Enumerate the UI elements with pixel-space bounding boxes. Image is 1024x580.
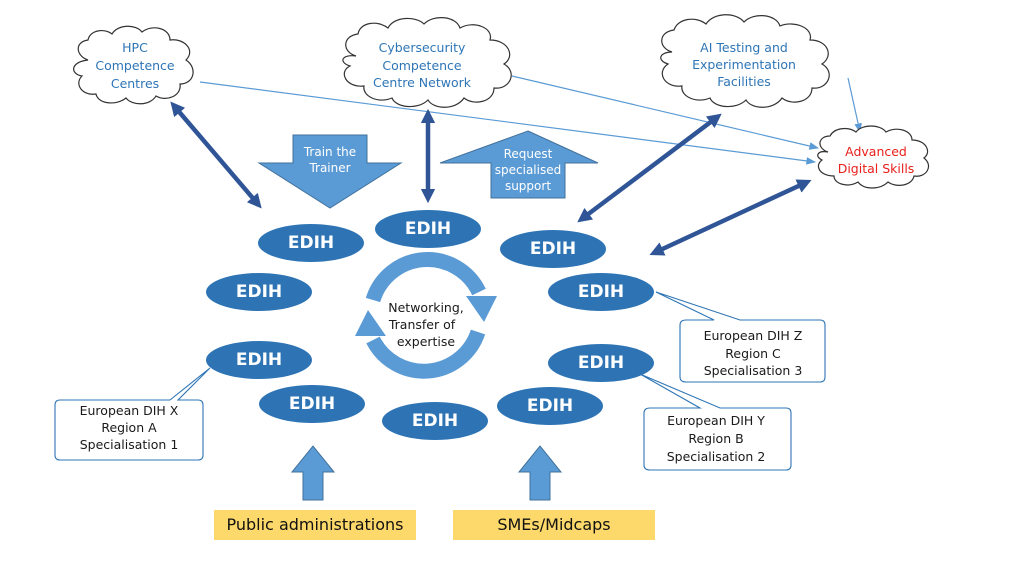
callout-y-line-2: Region B bbox=[688, 431, 743, 446]
callout-z-line-1: European DIH Z bbox=[704, 328, 803, 343]
edih-label: EDIH bbox=[530, 239, 576, 259]
edih-hub: EDIH bbox=[548, 344, 654, 382]
cloud-hpc-line-3: Centres bbox=[111, 76, 159, 91]
callout-z-line-3: Specialisation 3 bbox=[704, 363, 803, 378]
edih-label: EDIH bbox=[236, 350, 282, 370]
cycle-arrowhead-left bbox=[355, 310, 386, 336]
edih-label: EDIH bbox=[527, 396, 573, 416]
edih-hub: EDIH bbox=[375, 210, 481, 248]
callout-z: European DIH Z Region C Specialisation 3 bbox=[655, 291, 826, 383]
center-line-3: expertise bbox=[397, 334, 456, 349]
smes-up-arrow bbox=[517, 445, 563, 501]
center-line-2: Transfer of bbox=[388, 317, 456, 332]
edih-label: EDIH bbox=[405, 219, 451, 239]
edih-hub: EDIH bbox=[500, 230, 606, 268]
callout-x-line-2: Region A bbox=[101, 420, 157, 435]
edih-hub: EDIH bbox=[206, 341, 312, 379]
edih-label: EDIH bbox=[412, 411, 458, 431]
edih-hub: EDIH bbox=[259, 385, 365, 423]
edih-hubs: EDIH EDIH EDIH EDIH EDIH EDIH EDIH EDIH … bbox=[206, 210, 654, 440]
edih-label: EDIH bbox=[288, 233, 334, 253]
train-trainer-line-2: Trainer bbox=[308, 161, 350, 175]
cloud-skills-line-2: Digital Skills bbox=[838, 161, 915, 176]
cloud-ai: AI Testing and Experimentation Facilitie… bbox=[660, 14, 830, 108]
callout-y-line-1: European DIH Y bbox=[667, 413, 765, 428]
edih-label: EDIH bbox=[578, 282, 624, 302]
cloud-ai-line-2: Experimentation bbox=[692, 57, 796, 72]
public-up-arrow bbox=[290, 445, 336, 501]
callout-x-line-1: European DIH X bbox=[80, 403, 179, 418]
hpc-edih-double-arrow bbox=[170, 101, 262, 209]
edih-label: EDIH bbox=[236, 282, 282, 302]
cloud-ai-line-3: Facilities bbox=[717, 74, 771, 89]
train-trainer-arrow: Train the Trainer bbox=[257, 134, 403, 209]
smes-midcaps-label: SMEs/Midcaps bbox=[453, 510, 655, 540]
cycle-arrowhead-right bbox=[466, 296, 497, 322]
cloud-ai-line-1: AI Testing and bbox=[700, 40, 788, 55]
cloud-cyber-line-1: Cybersecurity bbox=[379, 40, 466, 55]
public-administrations-label: Public administrations bbox=[214, 510, 416, 540]
edih-label: EDIH bbox=[578, 353, 624, 373]
callout-x-line-3: Specialisation 1 bbox=[80, 437, 179, 452]
ai-to-skills-line bbox=[847, 77, 862, 133]
cloud-cyber-line-3: Centre Network bbox=[373, 75, 472, 90]
cloud-cyber: Cybersecurity Competence Centre Network bbox=[342, 17, 512, 108]
request-support-line-2: specialised bbox=[495, 163, 561, 177]
cloud-hpc-line-2: Competence bbox=[95, 58, 175, 73]
callout-z-line-2: Region C bbox=[725, 346, 781, 361]
cloud-skills: Advanced Digital Skills bbox=[817, 125, 929, 189]
edih-hub: EDIH bbox=[382, 402, 488, 440]
request-support-line-3: support bbox=[505, 179, 551, 193]
train-trainer-line-1: Train the bbox=[303, 145, 356, 159]
cloud-hpc-line-1: HPC bbox=[122, 40, 148, 55]
edih-hub: EDIH bbox=[258, 224, 364, 262]
callout-y-line-3: Specialisation 2 bbox=[667, 449, 766, 464]
edih-label: EDIH bbox=[289, 394, 335, 414]
skills-edih-double-arrow bbox=[649, 179, 812, 256]
callout-y: European DIH Y Region B Specialisation 2 bbox=[639, 373, 792, 471]
request-support-arrow: Request specialised support bbox=[439, 130, 599, 199]
edih-hub: EDIH bbox=[206, 273, 312, 311]
cyber-to-skills-line bbox=[511, 75, 819, 150]
double-arrows bbox=[170, 101, 812, 256]
edih-hub: EDIH bbox=[548, 273, 654, 311]
cloud-hpc: HPC Competence Centres bbox=[73, 25, 194, 105]
request-support-line-1: Request bbox=[504, 147, 553, 161]
center-line-1: Networking, bbox=[388, 300, 464, 315]
cloud-skills-line-1: Advanced bbox=[845, 144, 907, 159]
cloud-cyber-line-2: Competence bbox=[382, 58, 462, 73]
edih-hub: EDIH bbox=[497, 387, 603, 425]
networking-cycle: Networking, Transfer of expertise bbox=[355, 252, 497, 379]
ai-edih-double-arrow bbox=[577, 113, 722, 223]
callout-x: European DIH X Region A Specialisation 1 bbox=[54, 367, 211, 461]
